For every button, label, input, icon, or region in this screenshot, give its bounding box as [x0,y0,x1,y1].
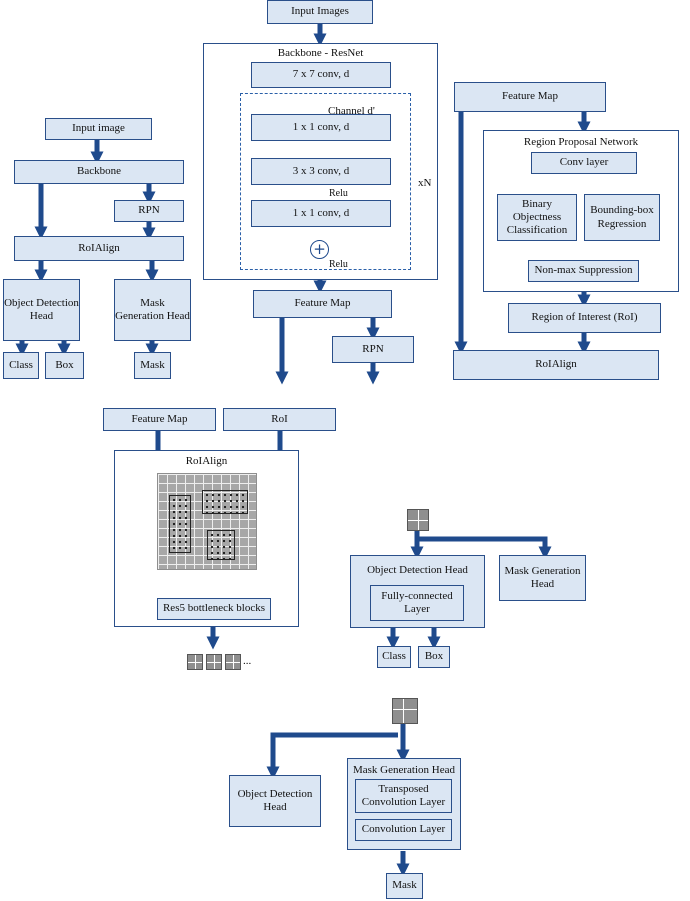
ov-rpn-box: RPN [114,200,184,222]
res5-box: Res5 bottleneck blocks [157,598,271,620]
ov-backbone-box: Backbone [14,160,184,184]
mh-mask-label: Mask [392,879,417,892]
rpn-binary-box: Binary Objectness Classification [497,194,577,241]
rpn-roi-label: Region of Interest (RoI) [531,311,638,324]
dh-mask-generation-head-label: Mask Generation Head [504,564,581,590]
ov-box-label: Box [55,358,74,371]
ov-roialign-label: RoIAlign [78,241,120,254]
conv1b-box: 1 x 1 conv, d [251,200,391,227]
dh-class-box: Class [377,646,411,668]
feature-map-box: Feature Map [253,290,392,318]
ra-roi-box: RoI [223,408,336,431]
ov-object-detection-head-box: Object Detection Head [3,279,80,341]
dh-object-detection-head-label: Object Detection Head [367,564,468,576]
pooled-feature-1 [187,654,203,670]
rpn-bbox-label: Bounding-box Regression [590,204,654,230]
dh-mask-generation-head-box: Mask Generation Head [499,555,586,601]
rpn-roialign-box: RoIAlign [453,350,659,380]
ov-class-label: Class [9,358,33,371]
ov-roialign-box: RoIAlign [14,236,184,261]
ra-roi-label: RoI [271,412,288,425]
rpn-bbox-box: Bounding-box Regression [584,194,660,241]
dh-class-label: Class [382,650,406,663]
roi-feature-icon-2 [392,698,418,724]
mh-transposed-conv-box: Transposed Convolution Layer [355,779,452,813]
res5-label: Res5 bottleneck blocks [162,602,266,615]
arrow-feature-to-mgh [417,536,552,560]
pooled-feature-3 [225,654,241,670]
dh-box-box: Box [418,646,450,668]
mh-mask-box: Mask [386,873,423,899]
roi-feature-icon-1 [407,509,429,531]
add-node: + [310,240,329,259]
ra-title: RoIAlign [185,455,228,467]
rpn-nms-label: Non-max Suppression [534,264,633,277]
relu-label-2: Relu [329,259,348,270]
dh-box-label: Box [424,650,444,663]
roi-region-1 [169,495,191,553]
ov-mask-label: Mask [140,358,165,371]
rpn-feature-map-box: Feature Map [454,82,606,112]
ov-mask-generation-head-box: Mask Generation Head [114,279,191,341]
backbone-title: Backbone - ResNet [277,47,364,59]
rpn-nms-box: Non-max Suppression [528,260,639,282]
ov-mask-box: Mask [134,352,171,379]
mh-object-detection-head-label: Object Detection Head [237,787,313,813]
feature-map-label: Feature Map [294,297,351,310]
mh-conv-layer-box: Convolution Layer [355,819,452,841]
ov-rpn-label: RPN [138,204,160,217]
ov-input-image-box: Input image [45,118,152,140]
rpn-conv-layer-box: Conv layer [531,152,637,174]
conv1a-label: 1 x 1 conv, d [292,120,350,133]
rpn-label: RPN [362,342,384,355]
pooled-feature-2 [206,654,222,670]
conv1b-label: 1 x 1 conv, d [292,206,350,219]
input-images-label: Input Images [291,5,349,18]
rpn-roialign-label: RoIAlign [535,358,577,371]
ov-input-image-label: Input image [72,122,125,135]
rpn-roi-box: Region of Interest (RoI) [508,303,661,333]
roi-region-2 [202,490,248,514]
ellipsis-label: ... [243,655,252,667]
conv7-label: 7 x 7 conv, d [292,68,350,81]
mh-object-detection-head-box: Object Detection Head [229,775,321,827]
rpn-conv-layer-label: Conv layer [559,156,609,169]
mh-mask-generation-head-label: Mask Generation Head [352,764,456,776]
ov-backbone-label: Backbone [77,165,121,178]
mh-transposed-conv-label: Transposed Convolution Layer [361,782,446,808]
rpn-title: Region Proposal Network [523,136,639,148]
rpn-box: RPN [332,336,414,363]
ra-feature-map-box: Feature Map [103,408,216,431]
ov-object-detection-head-label: Object Detection Head [4,296,79,322]
add-symbol: + [313,240,326,258]
dh-fully-connected-box: Fully-connected Layer [370,585,464,621]
dh-fully-connected-label: Fully-connected Layer [381,589,453,615]
conv3-box: 3 x 3 conv, d [251,158,391,185]
ov-mask-generation-head-label: Mask Generation Head [115,296,190,322]
rpn-binary-label: Binary Objectness Classification [506,197,568,237]
conv1a-box: 1 x 1 conv, d [251,114,391,141]
residual-block-frame [240,93,411,270]
input-images-box: Input Images [267,0,373,24]
conv7-box: 7 x 7 conv, d [251,62,391,88]
roi-region-3 [207,530,235,560]
repeat-label: xN [418,177,432,189]
rpn-feature-map-label: Feature Map [502,90,558,103]
ov-box-box: Box [45,352,84,379]
relu-label-1: Relu [329,188,348,199]
ra-feature-map-label: Feature Map [131,412,188,425]
conv3-label: 3 x 3 conv, d [292,164,350,177]
mh-conv-layer-label: Convolution Layer [361,823,446,836]
ov-class-box: Class [3,352,39,379]
